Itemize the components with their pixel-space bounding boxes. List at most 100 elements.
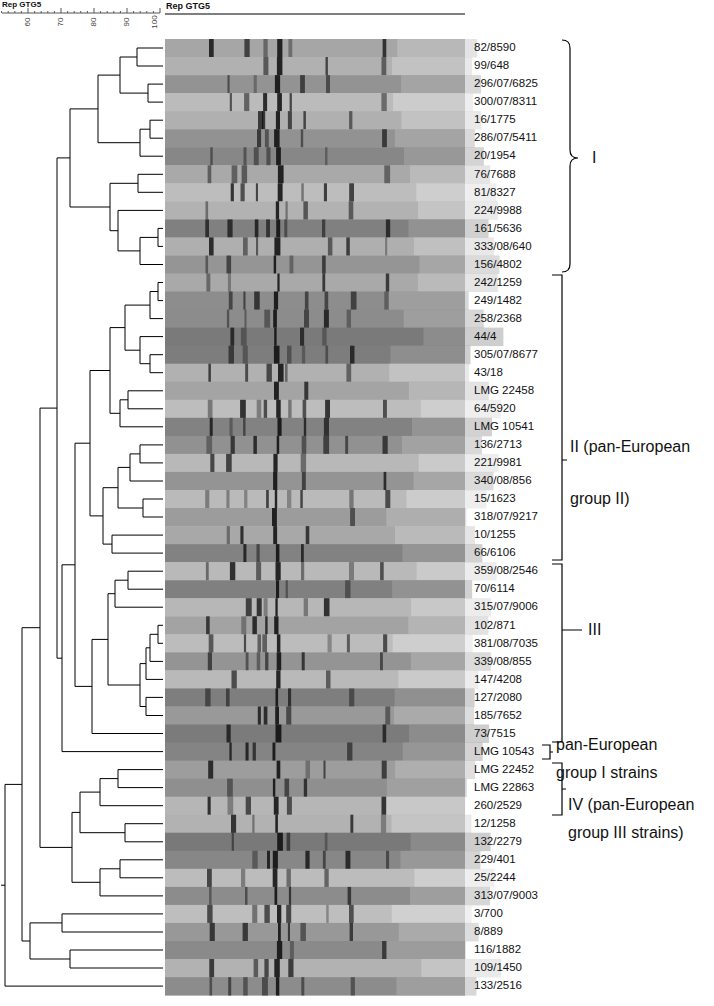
strain-label: 242/1259: [474, 277, 522, 289]
gel-band: [210, 977, 213, 996]
gel-band: [254, 75, 257, 94]
gel-band: [346, 237, 350, 256]
gel-band: [257, 400, 262, 419]
gel-shade: [423, 328, 503, 347]
scale-number: 80: [90, 18, 98, 27]
gel-band: [381, 93, 386, 112]
gel-band: [383, 400, 387, 419]
strain-label: 185/7652: [474, 710, 522, 722]
gel-band: [265, 652, 268, 671]
tick: [8, 11, 9, 13]
gel-band: [207, 869, 212, 888]
branch: [100, 868, 120, 869]
gel-band: [277, 941, 282, 960]
branch: [98, 75, 120, 76]
gel-band: [326, 75, 330, 94]
gel-band: [229, 292, 233, 311]
branch: [62, 564, 75, 565]
gel-band: [306, 526, 310, 545]
branch: [62, 932, 163, 933]
strain-label: 76/7688: [474, 169, 516, 181]
branch: [146, 715, 163, 716]
branch: [112, 535, 163, 536]
gel-lanes: [165, 39, 503, 996]
gel-band: [278, 165, 284, 184]
strain-label: 339/08/855: [474, 656, 532, 668]
gel-band: [300, 923, 306, 942]
strain-label: 133/2516: [474, 980, 522, 992]
gel-band: [274, 292, 278, 311]
gel-band: [206, 256, 209, 275]
branch: [140, 363, 150, 364]
dendrogram-tree: [1, 48, 163, 986]
gel-band: [304, 310, 309, 329]
branch: [70, 950, 163, 951]
gel-band: [256, 183, 258, 202]
strain-label: 44/4: [474, 331, 496, 343]
gel-band: [326, 905, 329, 924]
gel-band: [288, 39, 292, 58]
gel-band: [252, 815, 254, 834]
gel-lane: [165, 941, 465, 960]
gel-band: [277, 833, 283, 852]
gel-band: [208, 761, 213, 780]
branch: [150, 661, 163, 662]
branch: [98, 142, 140, 143]
tick: [1, 11, 2, 13]
branch: [75, 686, 92, 687]
gel-band: [286, 707, 291, 726]
gel-band: [349, 688, 354, 707]
gel-band: [287, 869, 291, 888]
scale-number: 70: [57, 18, 65, 27]
strain-label: LMG 22452: [474, 764, 534, 776]
gel-band: [346, 851, 351, 870]
branch: [148, 102, 163, 103]
gel-band: [277, 905, 281, 924]
gel-band: [328, 634, 332, 653]
gel-band: [273, 851, 278, 870]
gel-band: [348, 887, 352, 906]
gel-band: [324, 598, 330, 617]
tick: [87, 11, 88, 13]
branch: [140, 129, 150, 130]
branch: [100, 805, 163, 806]
gel-band: [383, 436, 388, 455]
gel-band: [349, 201, 354, 220]
branch: [72, 882, 100, 883]
gel-band: [266, 219, 270, 238]
gel-shade: [392, 57, 472, 76]
branch: [108, 685, 140, 686]
gel-band: [382, 129, 387, 148]
strain-label: 81/8327: [474, 187, 516, 199]
gel-band: [383, 634, 387, 653]
gel-band: [208, 797, 211, 816]
gel-band: [254, 959, 259, 978]
gel-title: Rep GTG5: [166, 2, 210, 11]
gel-lane: [165, 797, 465, 816]
gel-band: [287, 833, 291, 852]
gel-band: [288, 111, 292, 130]
strain-label: 136/2713: [474, 439, 522, 451]
branch: [1, 885, 5, 886]
gel-shade: [393, 93, 473, 112]
strain-label: 64/5920: [474, 403, 516, 415]
gel-band: [304, 598, 308, 617]
gel-band: [205, 490, 209, 509]
tick: [113, 11, 114, 13]
gel-band: [227, 526, 230, 545]
gel-shade: [397, 977, 477, 996]
gel-band: [350, 815, 353, 834]
branch: [80, 792, 100, 793]
branch: [72, 812, 80, 813]
branch: [150, 138, 163, 139]
gel-band: [384, 165, 390, 184]
gel-band: [228, 274, 231, 293]
branch: [137, 48, 163, 49]
branch: [30, 922, 62, 923]
branch: [92, 639, 108, 640]
gel-band: [300, 490, 303, 509]
gel-band: [288, 959, 293, 978]
gel-band: [244, 634, 246, 653]
branch: [140, 706, 146, 707]
tick: [146, 11, 147, 13]
